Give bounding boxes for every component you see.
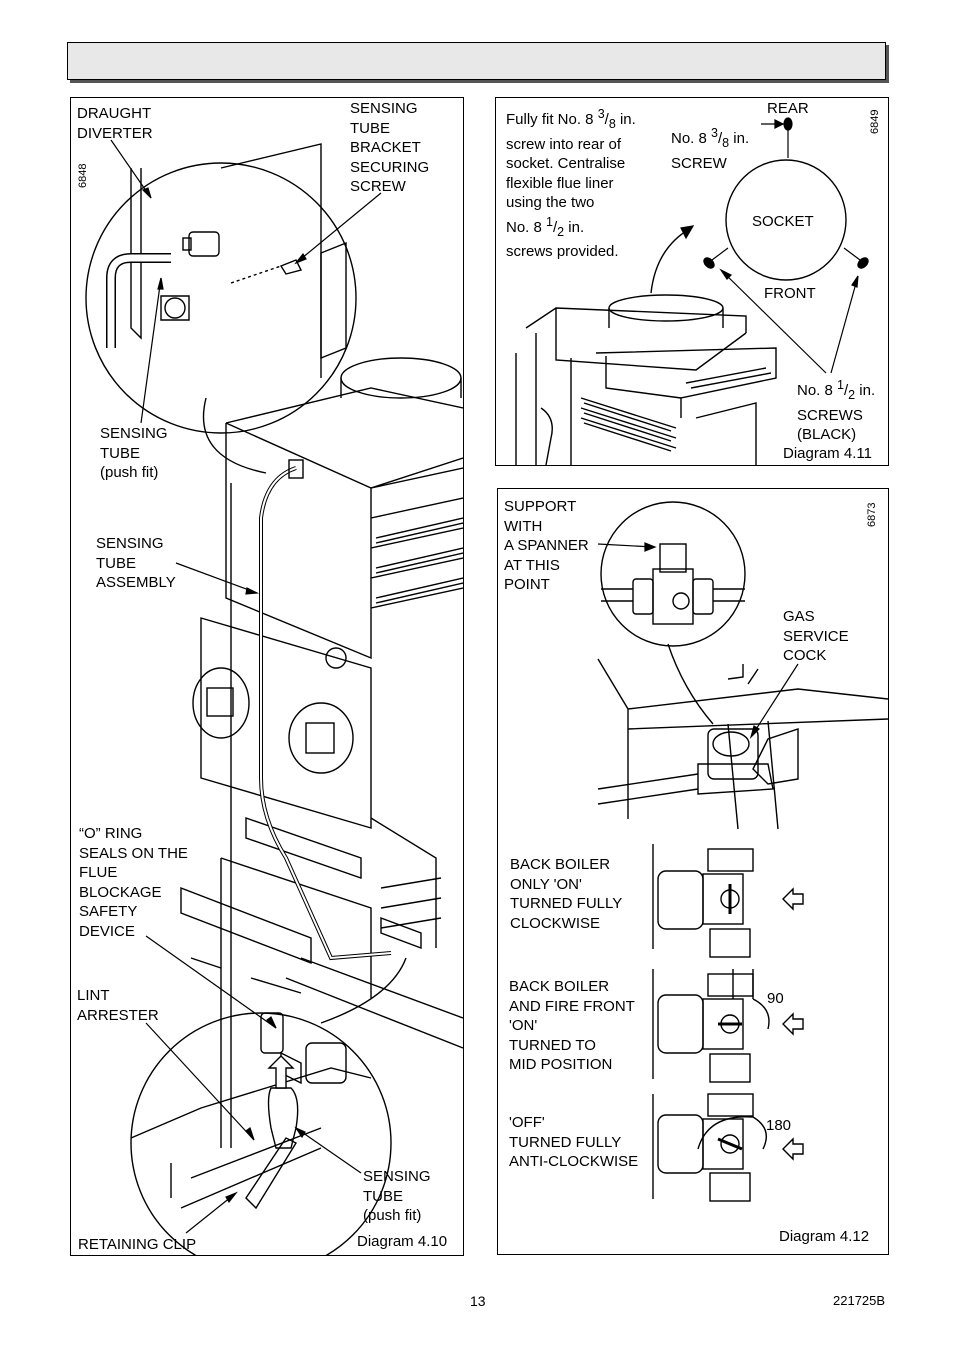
screws-sub: 2 [848,388,856,402]
instruction-line6-sup: 1 [546,214,553,229]
diagram-4-12-caption: Diagram 4.12 [779,1228,870,1245]
diagram-4-12-panel: 6873 SUPPORT WITH A SPANNER AT THIS POIN… [497,488,889,1255]
screw-line2: SCREW [671,154,727,172]
diagram-4-12-drawing [597,501,888,1202]
valve-state-3 [652,1093,804,1202]
label-socket: SOCKET [752,213,814,230]
label-angle-180: 180 [766,1117,792,1134]
screws-post: in. [855,382,876,399]
label-sensing-tube-assembly: SENSING TUBE ASSEMBLY [96,535,176,591]
label-bracket-securing-screw: SENSING TUBE BRACKET SECURING SCREW [350,100,430,195]
instruction-line6-post: in. [564,218,585,236]
label-sensing-tube-push-fit-bottom: SENSING TUBE (push fit) [363,1168,431,1224]
label-o-ring-seals: “O” RING SEALS ON THE FLUE BLOCKAGE SAFE… [79,825,188,940]
document-code: 221725B [833,1293,886,1308]
instruction-body: screw into rear of socket. Centralise fl… [506,135,626,212]
screw-pre: No. 8 [671,130,712,147]
screws-rest: SCREWS (BLACK) [797,406,863,444]
magnifier-bottom [130,1012,392,1255]
screws-pre: No. 8 [797,382,838,399]
label-screws-1-2: No. 8 1/2 in. SCREWS (BLACK) [797,378,876,444]
valve-state-2 [652,969,804,1083]
label-state-off: 'OFF' TURNED FULLY ANTI-CLOCKWISE [509,1114,639,1170]
instruction-line1-sub: 8 [608,117,616,131]
label-lint-arrester: LINT ARRESTER [77,987,159,1024]
page-number: 13 [470,1293,486,1309]
diagram-4-10-drawing [85,139,463,1255]
valve-magnifier [600,501,746,647]
label-gas-service-cock: GAS SERVICE COCK [783,608,849,664]
screw-sub: 8 [722,136,730,150]
label-screw-3-8: No. 8 3/8 in. SCREW [671,126,750,172]
diagram-4-10-caption: Diagram 4.10 [357,1233,448,1250]
label-draught-diverter: DRAUGHT DIVERTER [77,105,153,142]
label-angle-90: 90 [767,990,784,1007]
label-sensing-tube-push-fit-top: SENSING TUBE (push fit) [100,425,168,481]
label-state-back-boiler-on: BACK BOILER ONLY 'ON' TURNED FULLY CLOCK… [510,856,623,932]
diagram-4-10-code: 6848 [77,163,89,188]
instruction-line1-post: in. [615,111,636,128]
label-support-spanner: SUPPORT WITH A SPANNER AT THIS POINT [504,498,589,593]
instruction-text: Fully fit No. 8 3/8 in. screw into rear … [506,107,636,260]
diagram-4-11-panel: 6849 Fully fit No. 8 3/8 in. screw into … [495,97,889,466]
socket-circle [725,159,847,281]
instruction-line1-sup: 3 [597,107,605,121]
magnifier-top [85,162,357,434]
instruction-line6-pre: No. 8 [506,218,547,236]
screw-post: in. [729,130,750,147]
valve-state-1 [652,844,804,958]
label-state-mid-position: BACK BOILER AND FIRE FRONT 'ON' TURNED T… [509,978,635,1073]
screw-sup: 3 [711,126,718,140]
diagram-4-11-caption: Diagram 4.11 [783,445,872,462]
diagram-4-11-drawing [515,117,869,465]
instruction-line6-sub: 2 [557,224,565,239]
diagram-4-11-code: 6849 [869,109,881,134]
label-retaining-clip: RETAINING CLIP [78,1236,197,1253]
screws-sup: 1 [837,378,844,392]
instruction-line7: screws provided. [506,243,619,260]
diagram-4-12-code: 6873 [866,502,878,527]
instruction-line1-pre: Fully fit No. 8 [506,111,598,128]
diagram-4-10-panel: 6848 DRAUGHT DIVERTER SENSING TUBE BRACK… [70,97,464,1256]
label-front: FRONT [764,285,816,302]
page-header-bar [67,42,886,80]
label-rear: REAR [767,100,809,117]
